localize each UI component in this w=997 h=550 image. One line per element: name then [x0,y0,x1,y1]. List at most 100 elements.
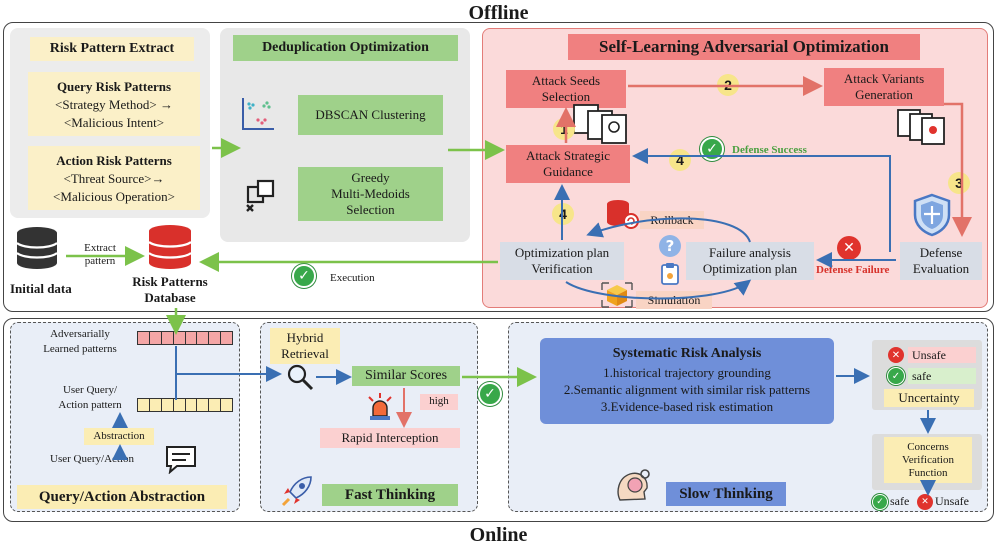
attack-strategic-line1: Attack Strategic [525,147,611,163]
self-learning-title: Self-Learning Adversarial Optimization [568,34,920,60]
failure-analysis-line1: Failure analysis [709,244,791,260]
slow-thinking-title: Slow Thinking [666,482,786,506]
hybrid-retrieval-box: Hybrid Retrieval [270,328,340,364]
query-risk-title: Query Risk Patterns [56,79,172,94]
failure-analysis-line2: Optimization plan [702,261,798,276]
defense-success-check-icon: ✓ [700,137,724,161]
step-3-badge: 3 [948,172,970,194]
extract-line1: Extract [84,242,116,254]
query-risk-line2: <Malicious Intent> [63,115,165,130]
clipboard-icon [661,263,679,285]
final-safe-label: safe [890,494,910,508]
rapid-interception-box: Rapid Interception [320,428,460,448]
attack-seeds-box: Attack Seeds Selection [506,70,626,108]
defense-eval-line1: Defense [919,244,963,260]
failure-analysis-box: Failure analysis Optimization plan [686,242,814,280]
unsafe-label-box: Unsafe [908,347,976,363]
action-risk-box: Action Risk Patterns <Threat Source>→ <M… [28,146,200,210]
concerns-box: Concerns Verification Function [884,437,972,483]
defense-failure-label: Defense Failure [816,264,890,276]
concerns-line3: Function [908,466,948,479]
rollback-box: Rollback [640,211,704,229]
magnifier-icon [287,364,314,391]
sys-title: Systematic Risk Analysis [612,346,762,361]
defense-eval-line2: Evaluation [912,261,970,276]
scatter-plot-icon [242,98,274,130]
step-1-badge: 1 [553,118,575,140]
rollback-database-icon [607,200,639,229]
simulation-cube-icon [601,282,633,308]
chat-bubble-icon [166,446,196,474]
initial-data-database-icon [16,227,58,269]
attack-strategic-line2: Guidance [543,164,593,179]
alarm-siren-icon [368,393,392,420]
initial-data-label: Initial data [10,281,72,296]
attack-variants-document-icon [897,109,945,145]
action-risk-line1: <Threat Source>→ [63,171,165,186]
risk-db-line1: Risk Patterns [132,274,208,289]
execution-check-icon: ✓ [292,264,316,288]
query-risk-box: Query Risk Patterns <Strategy Method> → … [28,72,200,136]
risk-extract-title: Risk Pattern Extract [30,37,194,61]
execution-label: Execution [330,272,375,284]
abstraction-title: Query/Action Abstraction [17,485,227,509]
attack-variants-line2: Generation [855,87,913,102]
greedy-box: Greedy Multi-Medoids Selection [298,167,443,221]
shield-icon [913,193,951,237]
step-2-badge: 2 [717,74,739,96]
dbscan-box: DBSCAN Clustering [298,95,443,135]
risk-db-line2: Database [144,290,196,305]
adv-line1: Adversarially [50,328,110,340]
step-4-badge-left: 4 [552,203,574,225]
greedy-line1: Greedy [351,169,390,185]
question-icon: ? [659,235,681,257]
sys-line3: 3.Evidence-based risk estimation [600,399,774,414]
dedup-title: Deduplication Optimization [233,35,458,61]
abstraction-box: Abstraction [84,428,154,445]
attack-seeds-document-icon [573,104,627,144]
action-risk-title: Action Risk Patterns [56,153,172,168]
final-safe-check-icon: ✓ [872,494,888,510]
systematic-risk-box: Systematic Risk Analysis 1.historical tr… [540,338,834,424]
medoids-icon [246,179,275,212]
fast-pass-check-icon: ✓ [478,382,502,406]
uncertainty-box: Uncertainty [884,389,974,407]
risk-db-database-icon [148,225,192,269]
user-pattern-cells [137,398,233,412]
defense-failure-x-icon: ✕ [837,236,861,260]
concerns-line1: Concerns [907,440,949,453]
unsafe-x-icon: ✕ [888,347,904,363]
defense-success-label: Defense Success [732,144,807,156]
offline-title: Offline [468,2,529,24]
online-title: Online [469,524,528,546]
greedy-line2: Multi-Medoids [331,185,410,201]
svg-text:?: ? [666,237,675,255]
uq-line1: User Query/ [62,384,118,396]
attack-variants-box: Attack Variants Generation [824,68,944,106]
attack-seeds-line1: Attack Seeds [531,72,601,88]
attack-seeds-line2: Selection [541,89,591,104]
query-risk-line1: <Strategy Method> → [55,97,173,112]
sys-line1: 1.historical trajectory grounding [603,365,771,380]
step-4-badge-top: 4 [669,149,691,171]
final-unsafe-label: Unsafe [935,494,969,508]
opt-plan-line1: Optimization plan [514,244,610,260]
safe-check-icon: ✓ [887,367,905,385]
rocket-icon [281,476,312,507]
defense-evaluation-box: Defense Evaluation [900,242,982,280]
brain-gear-icon [617,469,650,501]
greedy-line3: Selection [346,202,395,218]
hybrid-line1: Hybrid [286,329,324,345]
final-unsafe-x-icon: ✕ [917,494,933,510]
action-risk-line2: <Malicious Operation> [53,189,175,204]
adv-pattern-cells [137,331,233,345]
hybrid-line2: Retrieval [281,346,329,361]
similar-scores-box: Similar Scores [352,366,460,386]
high-label: high [420,394,458,410]
simulation-box: Simulation [636,291,712,309]
offline-frame [3,22,994,312]
user-query-action-label: User Query/Action [50,453,135,465]
online-frame [3,318,994,522]
user-query-pattern-label: User Query/ Action pattern [40,383,140,413]
concerns-line2: Verification [902,453,954,466]
